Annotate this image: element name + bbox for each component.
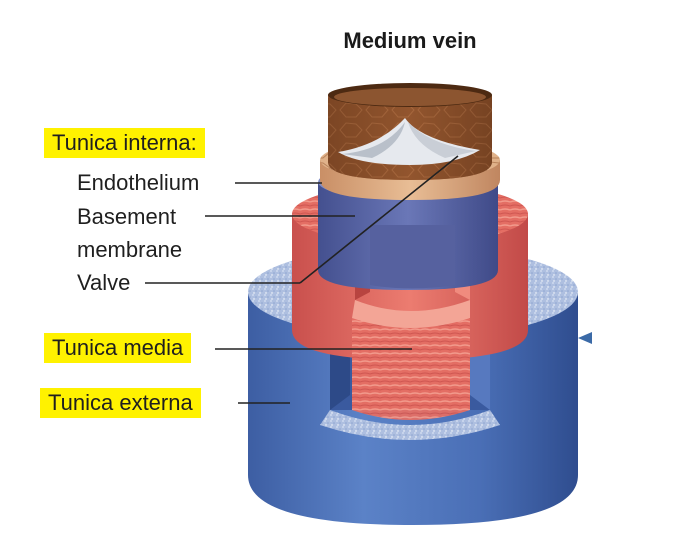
label-valve: Valve — [77, 270, 131, 295]
label-basement-line2: membrane — [77, 237, 183, 262]
leader-lines — [145, 155, 459, 404]
label-tunica-interna: Tunica interna: — [44, 128, 205, 158]
label-tunica-externa: Tunica externa — [40, 388, 201, 418]
arrow-icon — [578, 332, 592, 344]
diagram-title: Medium vein — [343, 28, 477, 53]
label-endothelium: Endothelium — [77, 170, 200, 195]
label-tunica-media: Tunica media — [44, 333, 192, 363]
leader-valve-diag — [299, 155, 459, 284]
label-basement-line1: Basement — [77, 204, 177, 229]
